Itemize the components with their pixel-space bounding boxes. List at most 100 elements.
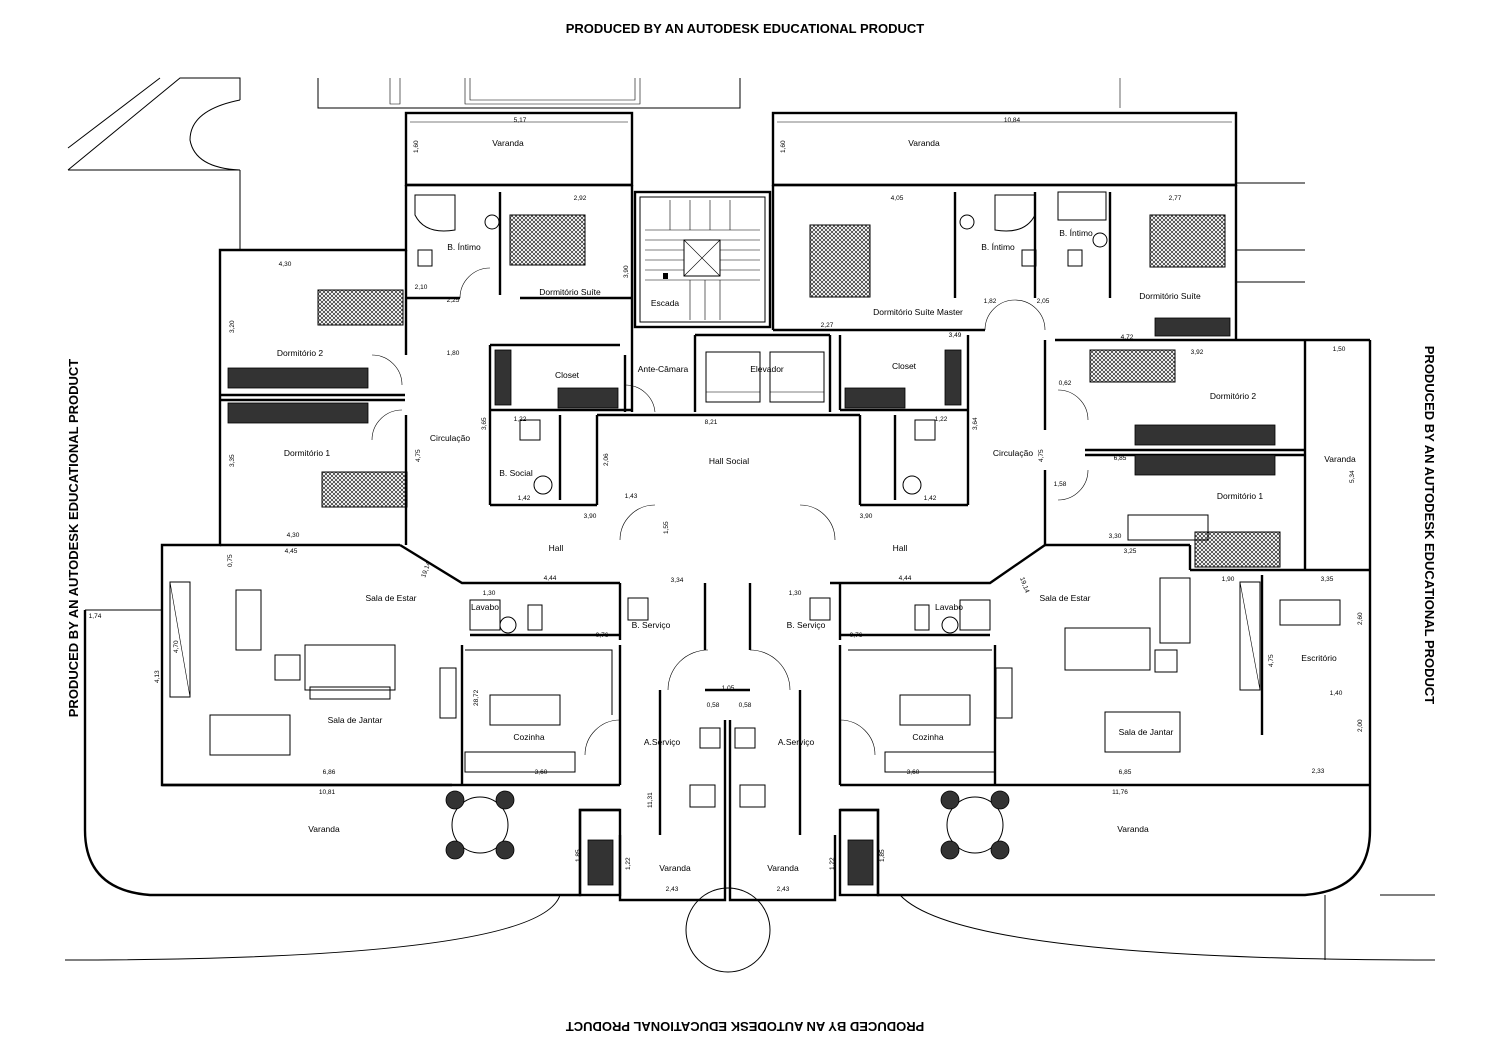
dimension-label: 0,58: [707, 702, 720, 709]
dimension-label: 1,22: [514, 416, 527, 423]
dimension-label: 19,14: [420, 561, 432, 579]
room-label: Ante-Câmara: [638, 364, 689, 374]
building-walls: [160, 183, 1372, 835]
dimension-label: 2,92: [574, 195, 587, 202]
dimension-label: 3,90: [584, 513, 597, 520]
dimension-label: 3,49: [949, 332, 962, 339]
dimension-label: 1,85: [575, 849, 582, 862]
dimension-labels: 5,17 10,84 1,60 1,60 2,92 4,05 2,77 4,30…: [89, 117, 1364, 893]
watermark-top: PRODUCED BY AN AUTODESK EDUCATIONAL PROD…: [566, 21, 925, 36]
dimension-label: 4,75: [415, 449, 422, 462]
dimension-label: 3,35: [1321, 576, 1334, 583]
room-label: Sala de Jantar: [1119, 727, 1174, 737]
dimension-label: 3,60: [907, 769, 920, 776]
dimension-label: 2,05: [1037, 298, 1050, 305]
room-label: Dormitório 1: [1217, 491, 1264, 501]
dimension-label: 4,72: [1121, 334, 1134, 341]
dimension-label: 3,25: [1124, 548, 1137, 555]
room-label: Closet: [555, 370, 580, 380]
dimension-label: 6,85: [1114, 455, 1127, 462]
dimension-label: 0,75: [227, 554, 234, 567]
room-label: Dormitório 2: [1210, 391, 1257, 401]
dimension-label: 1,60: [780, 140, 787, 153]
room-label: Escada: [651, 298, 680, 308]
dimension-label: 11,31: [647, 792, 654, 808]
dimension-label: 0,62: [1059, 380, 1072, 387]
dimension-label: 1,58: [1054, 481, 1067, 488]
room-label: Varanda: [1324, 454, 1356, 464]
dimension-label: 10,81: [319, 789, 336, 796]
dimension-label: 3,90: [623, 265, 630, 278]
room-label: Hall Social: [709, 456, 749, 466]
room-label: Dormitório 1: [284, 448, 331, 458]
dimension-label: 1,55: [663, 521, 670, 534]
dimension-label: 5,17: [514, 117, 527, 124]
room-label: Varanda: [908, 138, 940, 148]
room-label: Varanda: [767, 863, 799, 873]
dimension-label: 10,84: [1004, 117, 1021, 124]
dimension-label: 1,30: [483, 590, 496, 597]
room-label: Sala de Estar: [365, 593, 416, 603]
room-label: A.Serviço: [778, 737, 815, 747]
dimension-label: 2,77: [1169, 195, 1182, 202]
top-varandas: [404, 111, 1238, 187]
room-label: B. Serviço: [632, 620, 671, 630]
dimension-label: 0,76: [850, 632, 863, 639]
dimension-label: 4,70: [173, 640, 180, 653]
living-furniture: [169, 514, 1341, 756]
room-label: Sala de Jantar: [328, 715, 383, 725]
room-label: Circulação: [993, 448, 1033, 458]
room-label: Varanda: [492, 138, 524, 148]
dimension-label: 1,30: [789, 590, 802, 597]
kitchen-furniture: [439, 649, 1013, 773]
dimension-label: 6,86: [323, 769, 336, 776]
dimension-label: 4,05: [891, 195, 904, 202]
dimension-label: 4,13: [154, 670, 161, 683]
bathroom-fixtures: [414, 191, 1108, 634]
room-label: Lavabo: [471, 602, 499, 612]
dimension-label: 2,27: [821, 322, 834, 329]
dimension-label: 1,22: [829, 857, 836, 870]
room-label: Escritório: [1301, 653, 1337, 663]
dimension-label: 2,00: [1357, 719, 1364, 732]
dimension-label: 4,44: [544, 575, 557, 582]
dimension-label: 3,90: [860, 513, 873, 520]
dimension-label: 1,90: [1222, 576, 1235, 583]
dimension-label: 19,14: [1018, 576, 1030, 594]
room-label: Hall: [893, 543, 908, 553]
room-label: Sala de Estar: [1039, 593, 1090, 603]
dimension-label: 1,50: [1333, 346, 1346, 353]
wardrobes: [227, 317, 1276, 476]
bottom-varandas: [64, 609, 1436, 973]
room-label: Varanda: [659, 863, 691, 873]
dimension-label: 2,06: [603, 453, 610, 466]
dimension-label: 4,75: [1268, 654, 1275, 667]
dimension-label: 1,74: [89, 613, 102, 620]
room-label: B. Íntimo: [981, 242, 1015, 252]
watermark-bottom: PRODUCED BY AN AUTODESK EDUCATIONAL PROD…: [566, 1019, 925, 1034]
room-labels: Varanda Varanda B. Íntimo B. Íntimo B. Í…: [277, 138, 1356, 873]
dimension-label: 3,20: [229, 320, 236, 333]
dimension-label: 3,30: [1109, 533, 1122, 540]
dimension-label: 1,22: [625, 857, 632, 870]
dimension-label: 6,85: [1119, 769, 1132, 776]
room-label: A.Serviço: [644, 737, 681, 747]
dimension-label: 4,30: [279, 261, 292, 268]
room-label: Dormitório Suíte: [539, 287, 601, 297]
dimension-label: 1,40: [1330, 690, 1343, 697]
dimension-label: 2,33: [1312, 768, 1325, 775]
dimension-label: 1,22: [935, 416, 948, 423]
room-label: Varanda: [1117, 824, 1149, 834]
room-label: B. Íntimo: [1059, 228, 1093, 238]
dimension-label: 1,42: [924, 495, 937, 502]
dimension-label: 2,60: [1357, 612, 1364, 625]
door-swings: [371, 267, 1089, 756]
watermark-right: PRODUCED BY AN AUTODESK EDUCATIONAL PROD…: [1422, 346, 1437, 705]
watermark-left: PRODUCED BY AN AUTODESK EDUCATIONAL PROD…: [66, 359, 81, 718]
dimension-label: 2,25: [447, 297, 460, 304]
dimension-label: 11,76: [1112, 789, 1128, 796]
dimension-label: 2,43: [777, 886, 790, 893]
outdoor-tables: [445, 727, 1010, 860]
dimension-label: 4,30: [287, 532, 300, 539]
room-label: B. Serviço: [787, 620, 826, 630]
